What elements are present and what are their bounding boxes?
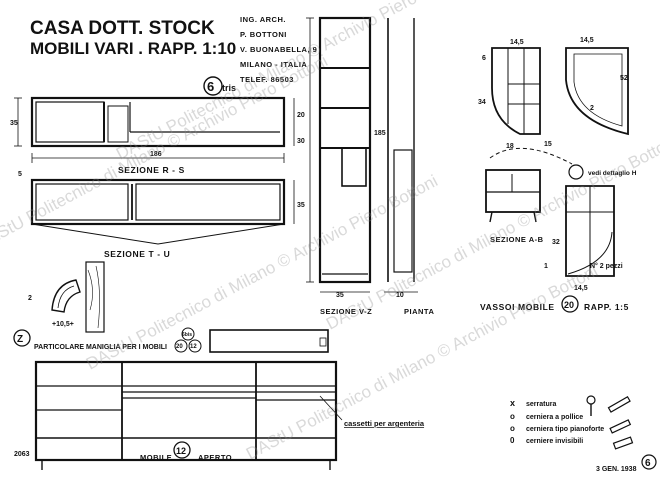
dim-185: 185	[374, 130, 386, 137]
legend-text-1: serratura	[526, 401, 556, 408]
hardware-legend: x serratura o cerniera a pollice o cerni…	[510, 395, 634, 450]
handle-caption-text: PARTICOLARE MANIGLIA PER I MOBILI	[34, 344, 167, 351]
dim-tray-145a: 14,5	[510, 39, 524, 46]
section-tu-drawing: 35 5 SEZIONE T - U	[18, 171, 305, 259]
architect-line-5: TELEF. 86503	[240, 75, 294, 84]
dim-tray-15: 15	[544, 141, 552, 148]
title-block: CASA DOTT. STOCK MOBILI VARI . RAPP. 1:1…	[30, 15, 317, 96]
dim-handle-width: +10,5+	[52, 321, 74, 328]
hinge-icon	[607, 395, 634, 450]
dim-tray-1: 1	[544, 263, 548, 270]
archive-watermark: DAStU Politecnico di Milano © Archivio P…	[0, 0, 660, 464]
section-tu-label: SEZIONE T - U	[104, 249, 170, 259]
detail-h-label: vedi dettaglio H	[588, 170, 637, 177]
dim-tray-145c: 14,5	[574, 285, 588, 292]
dim-tray-2: 2	[590, 105, 594, 112]
z-marker: Z	[17, 334, 23, 345]
dim-tray-32: 32	[552, 239, 560, 246]
trays-drawing: 34 6 18 15 14,5 14,5 52 2 SEZIONE A-B ve…	[478, 37, 637, 313]
dim-35-vz: 35	[336, 292, 344, 299]
watermark-2: DAStU Politecnico di Milano © Archivio P…	[83, 171, 441, 373]
vassoi-scale: RAPP. 1:5	[584, 302, 629, 312]
legend-text-2: cerniera a pollice	[526, 414, 583, 421]
corner-code: 2063	[14, 451, 30, 458]
pianta-label: PIANTA	[404, 307, 434, 316]
title-line-2: MOBILI VARI . RAPP. 1:10	[30, 39, 236, 58]
aperto-label: APERTO	[198, 453, 232, 462]
dim-tray-34: 34	[478, 99, 486, 106]
open-cabinet-drawing: cassetti per argenteria MOBILE 12 APERTO	[34, 329, 425, 470]
handle-ref-1: 6bis	[182, 332, 192, 338]
sheet-suffix: tris	[222, 83, 236, 93]
dim-35-rs: 35	[10, 120, 18, 127]
handle-ref-2: 20	[176, 344, 183, 350]
dim-tray-145b: 14,5	[580, 37, 594, 44]
architect-line-2: P. BOTTONI	[240, 30, 287, 39]
legend-symbol-3: o	[510, 424, 515, 433]
title-line-1: CASA DOTT. STOCK	[30, 18, 215, 39]
architect-line-3: V. BUONABELLA, 9	[240, 45, 317, 54]
legend-text-4: cerniere invisibili	[526, 438, 583, 445]
key-icon	[586, 395, 596, 416]
mobile-label: MOBILE	[140, 453, 172, 462]
section-rs-drawing: 35 20 30 186 SEZIONE R - S	[10, 96, 305, 175]
dim-35-tu: 35	[297, 202, 305, 209]
dim-tray-18: 18	[506, 143, 514, 150]
legend-symbol-4: 0	[510, 436, 515, 445]
section-vz-drawing: 185 35 SEZIONE V-Z	[306, 16, 386, 316]
dim-tray-6: 6	[482, 55, 486, 62]
dim-186: 186	[150, 151, 162, 158]
dim-5-tu: 5	[18, 171, 22, 178]
pianta-drawing: 10 PIANTA	[384, 18, 434, 316]
date-stamp: 3 GEN. 1938	[596, 466, 637, 473]
sheet-corner-number: 6	[645, 458, 651, 469]
vassoi-number: 20	[564, 300, 574, 310]
mobile-number: 12	[176, 446, 186, 456]
handle-detail: 2 +10,5+	[28, 261, 105, 333]
dim-tray-52: 52	[620, 75, 628, 82]
silverware-drawers-label: cassetti per argenteria	[344, 419, 425, 428]
sheet-number: 6	[207, 79, 214, 94]
legend-symbol-2: o	[510, 412, 515, 421]
architect-line-1: ING. ARCH.	[240, 15, 286, 24]
handle-ref-3: 12	[190, 344, 197, 350]
legend-symbol-1: x	[510, 398, 515, 408]
pieces-label: N° 2 pezzi	[590, 262, 623, 270]
section-ab-label: SEZIONE A-B	[490, 235, 544, 244]
dim-30-rs: 30	[297, 138, 305, 145]
dim-20-rs: 20	[297, 112, 305, 119]
dim-10-pianta: 10	[396, 292, 404, 299]
architect-line-4: MILANO - ITALIA	[240, 60, 307, 69]
handle-caption: Z PARTICOLARE MANIGLIA PER I MOBILI 6bis…	[13, 327, 202, 353]
section-rs-label: SEZIONE R - S	[118, 165, 185, 175]
dim-handle-2: 2	[28, 295, 32, 302]
vassoi-label: VASSOI MOBILE	[480, 302, 555, 312]
sheet-number-badge: 6 tris	[203, 76, 236, 96]
legend-text-3: cerniera tipo pianoforte	[526, 426, 604, 433]
architect-block: ING. ARCH. P. BOTTONI V. BUONABELLA, 9 M…	[240, 15, 317, 84]
section-vz-label: SEZIONE V-Z	[320, 307, 372, 316]
footer-marks: 2063 3 GEN. 1938 6	[14, 451, 657, 473]
